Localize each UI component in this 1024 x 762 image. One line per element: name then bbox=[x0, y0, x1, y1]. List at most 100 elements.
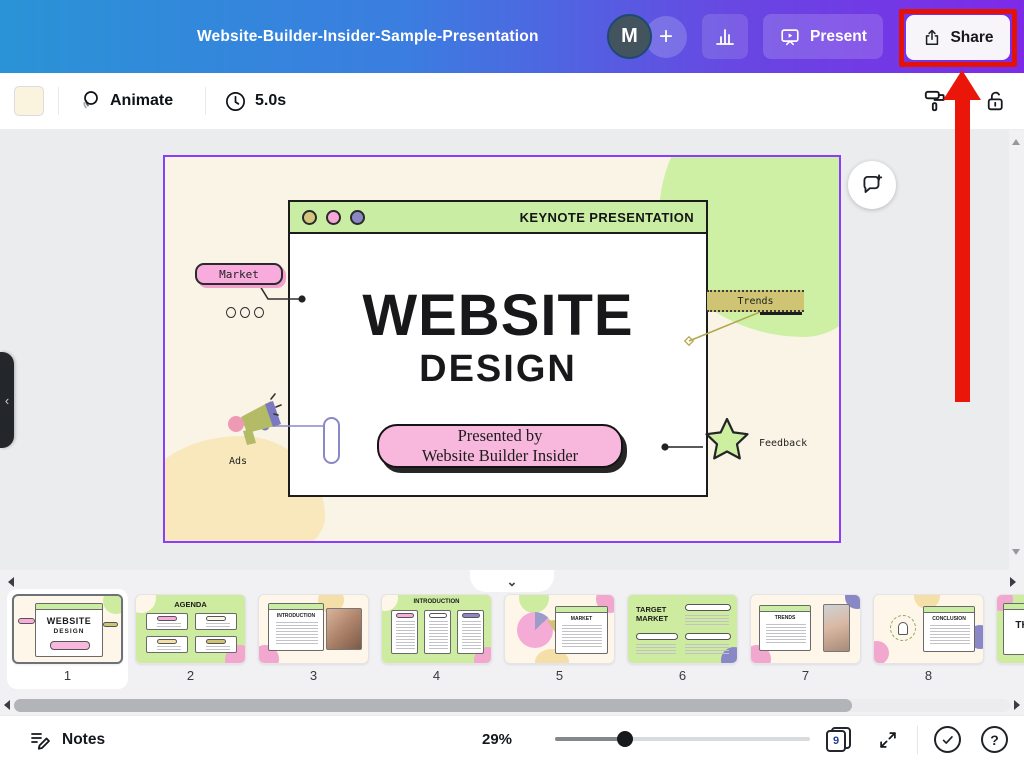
thumbnail-preview: AGENDA bbox=[135, 594, 246, 664]
slide-subheading[interactable]: DESIGN bbox=[419, 348, 577, 390]
scrollbar-thumb[interactable] bbox=[14, 699, 852, 712]
hscroll-right-button[interactable] bbox=[1010, 697, 1024, 713]
market-label: Market bbox=[219, 267, 259, 281]
share-button[interactable]: Share bbox=[906, 15, 1010, 60]
editor-toolbar: Animate 5.0s bbox=[0, 73, 1024, 130]
duration-label: 5.0s bbox=[255, 92, 287, 109]
notes-button[interactable]: Notes bbox=[22, 723, 111, 757]
zoom-slider-handle[interactable] bbox=[617, 731, 633, 747]
feedback-star-icon[interactable] bbox=[701, 415, 753, 467]
triangle-left-icon bbox=[8, 577, 14, 587]
present-button[interactable]: Present bbox=[763, 14, 883, 59]
sync-status-button[interactable] bbox=[934, 726, 961, 753]
window-title-text: KEYNOTE PRESENTATION bbox=[519, 209, 694, 225]
bar-chart-icon bbox=[713, 25, 737, 49]
filmstrip-collapse-tab[interactable]: ⌄ bbox=[470, 570, 554, 592]
canvas-area: KEYNOTE PRESENTATION WEBSITE DESIGN Pres… bbox=[0, 130, 1024, 570]
market-label-pill[interactable]: Market bbox=[195, 263, 283, 285]
avatar[interactable]: M bbox=[607, 14, 652, 59]
slide-number: 2 bbox=[186, 668, 195, 683]
share-upload-icon bbox=[922, 28, 942, 48]
scroll-down-arrow-icon[interactable] bbox=[1012, 549, 1020, 555]
slide-canvas[interactable]: KEYNOTE PRESENTATION WEBSITE DESIGN Pres… bbox=[163, 155, 841, 543]
lock-button[interactable] bbox=[980, 86, 1010, 116]
slide-heading[interactable]: WEBSITE bbox=[362, 283, 634, 348]
megaphone-icon[interactable] bbox=[225, 391, 283, 451]
zoom-percentage[interactable]: 29% bbox=[481, 731, 513, 748]
zoom-slider[interactable] bbox=[555, 731, 810, 747]
filmstrip-scroll-left-button[interactable] bbox=[4, 574, 18, 590]
scroll-up-arrow-icon[interactable] bbox=[1012, 139, 1020, 145]
add-collaborator-button[interactable]: + bbox=[645, 16, 687, 58]
thumbnail-preview: INTRODUCTION bbox=[381, 594, 492, 664]
notes-label: Notes bbox=[62, 731, 106, 748]
top-bar: Website-Builder-Insider-Sample-Presentat… bbox=[0, 0, 1024, 73]
document-title[interactable]: Website-Builder-Insider-Sample-Presentat… bbox=[197, 27, 539, 45]
chevron-left-icon: ‹ bbox=[4, 392, 10, 408]
canvas-vertical-scrollbar[interactable] bbox=[1009, 130, 1024, 570]
thumbnail-preview: TARGET MARKET bbox=[627, 594, 738, 664]
add-comment-button[interactable] bbox=[848, 161, 896, 209]
grid-view-button[interactable]: 9 bbox=[826, 727, 854, 753]
expand-arrows-icon bbox=[877, 729, 899, 751]
filmstrip-scroll-right-button[interactable] bbox=[1006, 574, 1020, 590]
triangle-right-icon bbox=[1014, 700, 1020, 710]
toolbar-divider bbox=[58, 87, 59, 115]
slide-thumbnail-1[interactable]: WEBSITE DESIGN 1 bbox=[7, 589, 128, 689]
chevron-down-icon: ⌄ bbox=[506, 573, 518, 589]
animate-label: Animate bbox=[110, 92, 174, 109]
feedback-label[interactable]: Feedback bbox=[759, 438, 808, 449]
animate-button[interactable]: Animate bbox=[72, 81, 179, 121]
fullscreen-button[interactable] bbox=[874, 726, 902, 754]
trends-label: Trends bbox=[737, 295, 774, 307]
slide-number: 3 bbox=[309, 668, 318, 683]
window-dot-purple bbox=[350, 209, 365, 225]
lightbulb-icon bbox=[890, 615, 916, 641]
zoom-slider-fill bbox=[555, 737, 625, 741]
pie-chart-graphic bbox=[517, 612, 553, 648]
clock-icon bbox=[224, 90, 247, 113]
unlock-icon bbox=[983, 89, 1008, 114]
page-count: 9 bbox=[826, 730, 846, 752]
slide-thumbnail-7[interactable]: TRENDS 7 bbox=[750, 594, 861, 684]
slide-number: 4 bbox=[432, 668, 441, 683]
ads-label[interactable]: Ads bbox=[229, 456, 248, 467]
paint-roller-button[interactable] bbox=[920, 86, 950, 116]
slide-number: 6 bbox=[678, 668, 687, 683]
thumbnail-preview: THANK YOU bbox=[996, 594, 1024, 664]
slide-thumbnail-3[interactable]: INTRODUCTION 3 bbox=[258, 594, 369, 684]
slide-thumbnail-4[interactable]: INTRODUCTION 4 bbox=[381, 594, 492, 684]
slide-thumbnail-8[interactable]: CONCLUSION 8 bbox=[873, 594, 984, 684]
question-mark-icon: ? bbox=[990, 731, 999, 748]
insights-button[interactable] bbox=[702, 14, 748, 59]
sidebar-expand-tab[interactable]: ‹ bbox=[0, 352, 14, 448]
browser-title-bar: KEYNOTE PRESENTATION bbox=[290, 202, 706, 234]
comment-add-icon bbox=[859, 172, 885, 198]
present-label: Present bbox=[810, 27, 867, 45]
browser-window-graphic[interactable]: KEYNOTE PRESENTATION WEBSITE DESIGN Pres… bbox=[288, 200, 708, 497]
help-button[interactable]: ? bbox=[981, 726, 1008, 753]
slide-thumbnail-6[interactable]: TARGET MARKET 6 bbox=[627, 594, 738, 684]
filmstrip-horizontal-scrollbar[interactable] bbox=[0, 697, 1024, 715]
thumbnail-preview: MARKET bbox=[504, 594, 615, 664]
slide-number: 1 bbox=[63, 668, 72, 683]
slide-thumbnail-2[interactable]: AGENDA 2 bbox=[135, 594, 246, 684]
slide-thumbnail-5[interactable]: MARKET 5 bbox=[504, 594, 615, 684]
trends-label-tag[interactable]: Trends bbox=[707, 290, 804, 315]
triangle-left-icon bbox=[4, 700, 10, 710]
slide-number: 7 bbox=[801, 668, 810, 683]
duration-button[interactable]: 5.0s bbox=[218, 81, 292, 121]
slide-thumbnail-9[interactable]: THANK YOU bbox=[996, 594, 1024, 684]
avatar-initial: M bbox=[621, 25, 638, 47]
window-dot-olive bbox=[302, 209, 317, 225]
paint-roller-icon bbox=[922, 88, 948, 114]
hscroll-left-button[interactable] bbox=[0, 697, 14, 713]
presented-by-pill[interactable]: Presented by Website Builder Insider bbox=[377, 424, 623, 468]
slide-number: 5 bbox=[555, 668, 564, 683]
present-icon bbox=[779, 26, 801, 48]
thumbnail-preview: WEBSITE DESIGN bbox=[12, 594, 123, 664]
plus-icon: + bbox=[658, 23, 673, 50]
background-color-swatch[interactable] bbox=[14, 86, 44, 116]
thumbnail-preview: CONCLUSION bbox=[873, 594, 984, 664]
